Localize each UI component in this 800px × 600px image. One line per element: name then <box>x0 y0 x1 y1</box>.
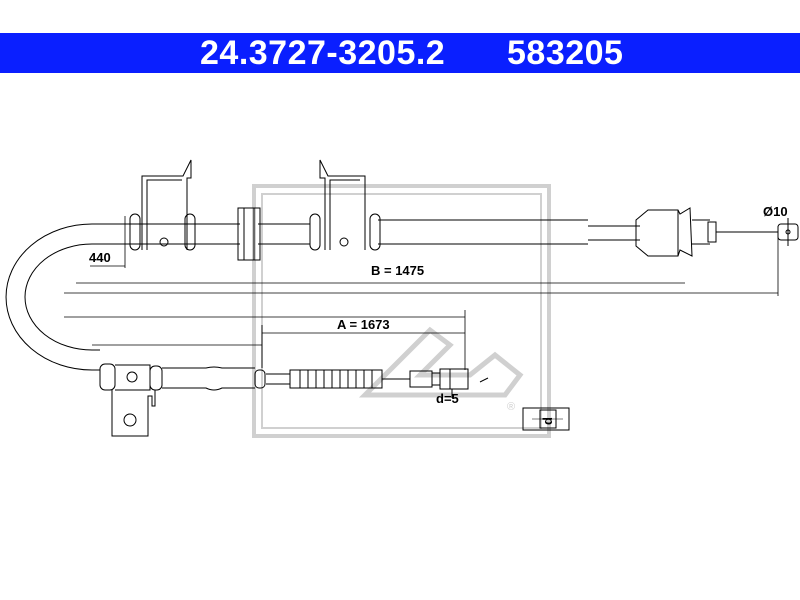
diameter-tick <box>479 377 489 383</box>
reference-number: 583205 <box>507 34 624 72</box>
upper-bracket-right <box>309 159 381 251</box>
length-a-label: A = 1673 <box>337 317 390 332</box>
section-letter: d <box>540 417 555 425</box>
grommet <box>237 207 261 261</box>
upper-sheath <box>135 219 640 245</box>
cable-sheath <box>5 223 135 371</box>
upper-bracket-left <box>129 159 196 251</box>
dimension-lines <box>64 216 779 370</box>
length-b-label: B = 1475 <box>371 263 424 278</box>
cable-diameter-label: d=5 <box>436 391 459 406</box>
cable-section-detail <box>522 407 570 431</box>
end-diameter-label: Ø10 <box>763 204 788 219</box>
registered-mark: ® <box>507 401 515 413</box>
lower-end-fitting <box>409 368 469 390</box>
lower-sheath <box>162 366 266 391</box>
ate-watermark <box>252 184 551 438</box>
title-bar: 24.3727-3205.2 583205 <box>0 33 800 73</box>
lower-bracket <box>99 363 163 437</box>
lower-spring <box>266 369 410 389</box>
offset-label: 440 <box>89 250 111 265</box>
part-number: 24.3727-3205.2 <box>200 34 446 72</box>
